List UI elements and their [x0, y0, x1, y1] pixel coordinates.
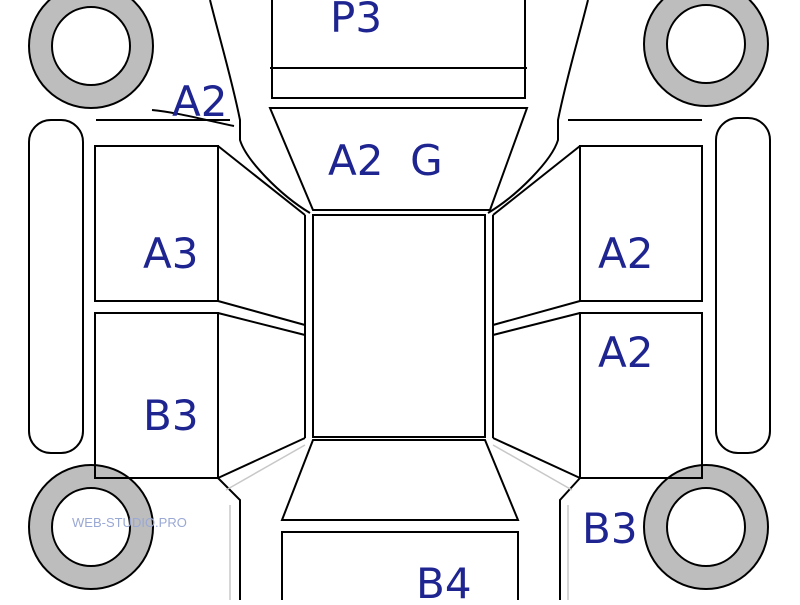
label-right-front-door: A2 — [598, 229, 653, 278]
rear-window-panel — [280, 439, 520, 521]
trunk-panel — [281, 531, 519, 605]
wheel-rear-left — [28, 464, 154, 590]
left-fender-arc — [151, 109, 235, 127]
label-roof-front: P3 — [330, 0, 382, 42]
right-b-pillar-bottom — [492, 312, 581, 336]
left-c-pillar — [217, 437, 306, 479]
hood-panel — [268, 107, 529, 211]
right-front-fender-outline — [487, 0, 589, 214]
label-left-rear-door: B3 — [143, 391, 199, 440]
watermark-text: WEB-STUDIO.PRO — [72, 515, 187, 530]
rear-guide-lines — [225, 444, 573, 600]
right-rocker — [715, 117, 771, 454]
left-front-door — [94, 145, 219, 302]
wheel-front-left — [28, 0, 154, 109]
label-left-front-door: A3 — [143, 229, 198, 278]
right-a-pillar — [492, 145, 581, 216]
right-rear-door — [579, 312, 703, 479]
left-rear-door — [94, 312, 219, 479]
right-front-door — [579, 145, 703, 302]
wheel-rear-right — [643, 464, 769, 590]
right-b-pillar-top — [492, 300, 581, 326]
right-rear-fender-outline — [559, 477, 581, 600]
left-rear-fender-outline — [217, 477, 241, 600]
left-front-fender-outline — [209, 0, 311, 214]
front-panel — [271, 0, 526, 99]
roof-panel — [312, 214, 486, 438]
label-right-rear-door: A2 — [598, 328, 653, 377]
left-a-pillar — [217, 145, 306, 216]
label-trunk: B4 — [416, 559, 472, 600]
left-b-pillar-top — [217, 300, 306, 326]
label-hood: A2 G — [328, 136, 443, 185]
label-left-front-fender: A2 — [172, 77, 227, 126]
left-rocker — [28, 119, 84, 454]
left-b-pillar-bottom — [217, 312, 306, 336]
label-right-rear-fender: B3 — [582, 504, 638, 553]
wheel-front-right — [643, 0, 769, 107]
right-c-pillar — [492, 437, 581, 479]
